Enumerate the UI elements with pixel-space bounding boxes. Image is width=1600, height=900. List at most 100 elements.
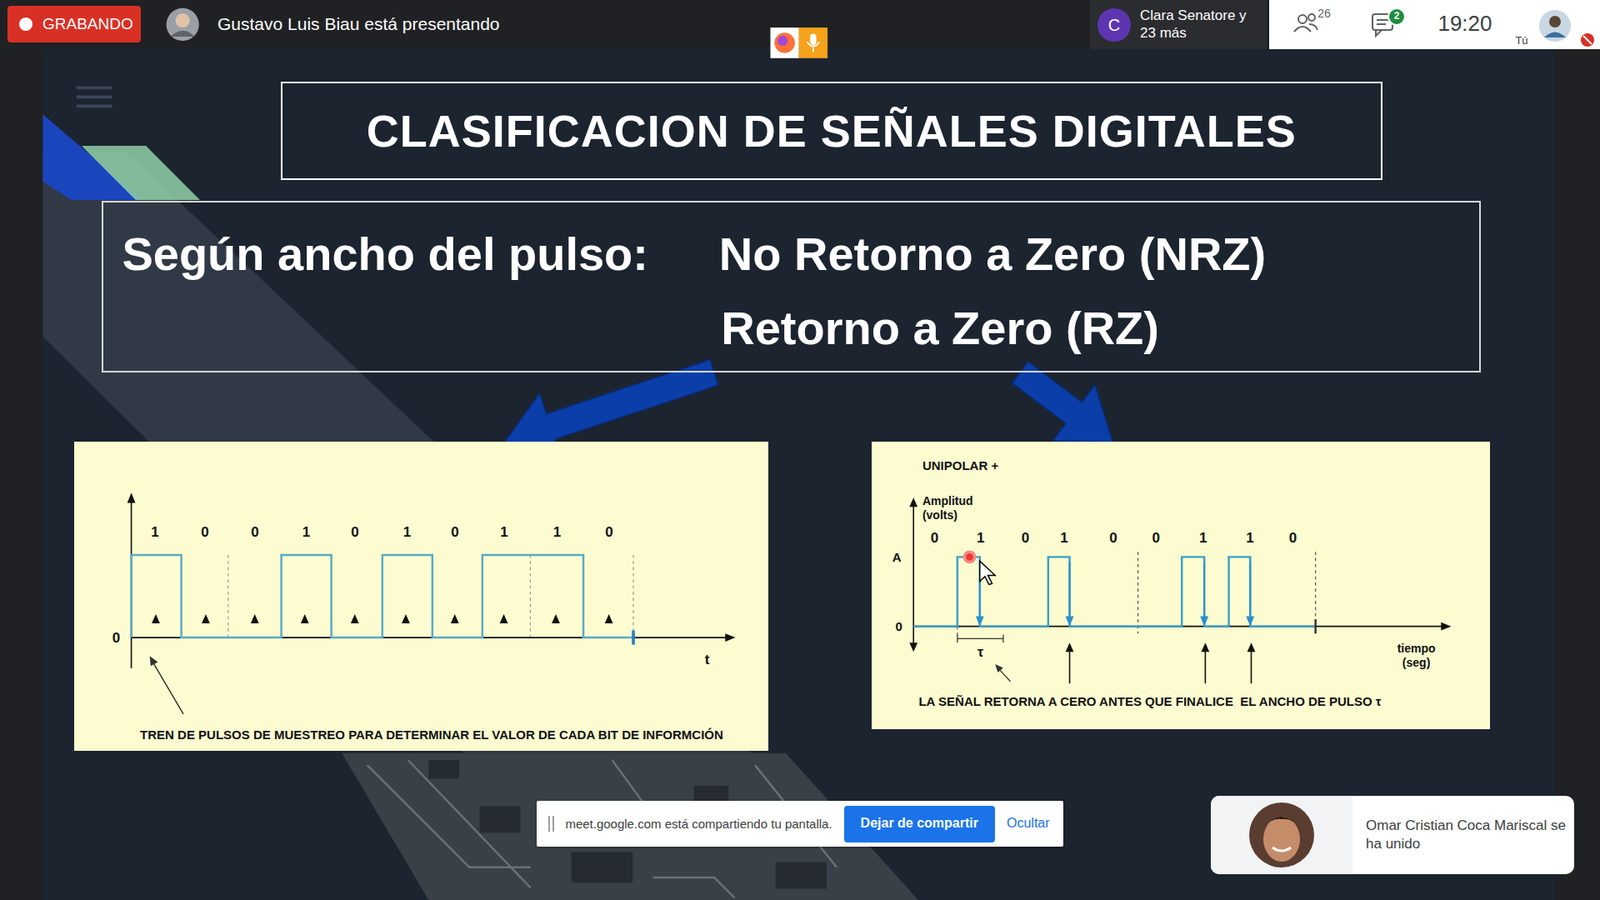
browser-icons <box>799 27 828 59</box>
joiner-photo <box>1210 795 1353 875</box>
browser-icons <box>810 33 816 45</box>
nrz-waveform <box>228 555 634 638</box>
circuit-board-image <box>341 753 919 900</box>
nrz-waveform <box>450 614 460 624</box>
rz-waveform <box>975 616 985 627</box>
nrz-waveform <box>725 633 736 642</box>
presenter-avatar <box>170 30 195 37</box>
browser-icons <box>777 35 788 46</box>
clock-time: 19:20 <box>1437 11 1492 37</box>
presenter-avatar <box>175 13 190 28</box>
nrz-waveform <box>250 614 260 624</box>
bit-value: 0 <box>1109 530 1117 547</box>
circuit-board-image <box>653 877 735 898</box>
bit-value: 0 <box>450 524 459 541</box>
bit-value: 1 <box>302 524 310 541</box>
nrz-waveform <box>401 614 410 624</box>
bit-value: 1 <box>553 524 561 541</box>
rz-waveform <box>1315 551 1316 634</box>
rz-waveform <box>1440 622 1451 631</box>
axis-level: A <box>892 550 902 565</box>
circuit-board-image <box>428 760 460 779</box>
nrz-waveform <box>74 441 769 751</box>
nrz-waveform <box>300 614 310 624</box>
rz-waveform <box>909 642 918 652</box>
rz-waveform <box>975 616 1255 627</box>
backdrop <box>76 105 113 109</box>
bit-value: 0 <box>930 530 939 547</box>
backdrop <box>76 95 113 99</box>
block-arrow <box>1012 361 1114 442</box>
rz-waveform <box>1250 649 1252 685</box>
rz-waveform <box>1200 616 1209 627</box>
backdrop <box>81 145 200 200</box>
join-message: Omar Cristian Coca Mariscal se ha unido <box>1365 816 1566 854</box>
rz-waveform <box>871 441 1490 730</box>
join-notification: Omar Cristian Coca Mariscal se ha unido <box>1210 795 1575 875</box>
joiner-photo <box>1249 802 1315 868</box>
bit-value: 0 <box>200 524 209 541</box>
share-bar: meet.google.com está compartiendo tu pan… <box>536 800 1063 847</box>
self-label: Tú <box>1515 35 1528 48</box>
meeting-toolbar: 26 19:20Tú 2 <box>1269 0 1600 50</box>
rz-waveform <box>1245 616 1255 627</box>
stop-share-label: Dejar de compartir <box>860 815 979 831</box>
nrz-chart-panel: 10010101100tTREN DE PULSOS DE MUESTREO P… <box>74 441 769 751</box>
browser-icons <box>807 41 820 52</box>
rz-chart-panel: UNIPOLAR +Amplitud (volts)010100110A0τti… <box>871 441 1490 730</box>
badge-count: 2 <box>1394 10 1400 23</box>
bit-value: 0 <box>350 524 359 541</box>
nrz-waveform <box>633 555 635 638</box>
participant-names: Clara Senatore y 23 más <box>1140 7 1247 42</box>
axis-zero: 0 <box>895 619 903 634</box>
nrz-waveform <box>228 555 230 638</box>
stop-share-button: Dejar de compartir <box>844 805 995 843</box>
nrz-label: No Retorno a Zero (NRZ) <box>719 227 1266 281</box>
bit-value: 1 <box>1245 530 1254 547</box>
circuit-board-image <box>571 851 633 883</box>
bit-value: 0 <box>1021 530 1030 547</box>
rz-label: Retorno a Zero (RZ) <box>720 301 1160 355</box>
rz-waveform <box>979 560 995 585</box>
toolbar-icons <box>1298 15 1307 24</box>
presenter-avatar <box>166 8 200 41</box>
toolbar-icons <box>1294 26 1311 32</box>
slide-title: CLASIFICACION DE SEÑALES DIGITALES <box>366 105 1297 157</box>
rz-waveform <box>1314 619 1316 634</box>
participants-chip: Clara Senatore y 23 másC <box>1090 0 1267 50</box>
nrz-waveform <box>127 492 136 503</box>
chart-caption: LA SEÑAL RETORNA A CERO ANTES QUE FINALI… <box>918 694 1381 709</box>
circuit-board-image <box>408 760 531 888</box>
nrz-waveform <box>153 662 185 715</box>
toolbar-icons <box>1294 14 1393 36</box>
bit-value: 0 <box>1289 530 1297 547</box>
bit-value: 0 <box>250 524 259 541</box>
circuit-board-image <box>367 760 837 898</box>
bit-value: 1 <box>403 524 411 541</box>
nrz-waveform <box>530 555 531 638</box>
recording-label: GRABANDO <box>42 15 134 34</box>
bit-value: 1 <box>1060 530 1068 547</box>
browser-icons <box>770 27 828 59</box>
nrz-waveform <box>551 614 560 624</box>
bit-value: 1 <box>976 530 985 547</box>
participant-count: 26 <box>1317 6 1331 20</box>
circuit-board-image <box>341 753 919 900</box>
toolbar-icons <box>1308 14 1315 21</box>
nrz-waveform <box>131 555 634 638</box>
rz-waveform <box>964 551 975 562</box>
presenter-avatar <box>166 8 200 41</box>
rz-waveform <box>909 498 918 508</box>
nrz-waveform <box>500 614 509 624</box>
rz-waveform <box>1002 635 1004 644</box>
nrz-waveform <box>150 655 159 666</box>
toolbar-icons <box>1580 33 1595 47</box>
toolbar-icons <box>1376 19 1389 21</box>
toolbar-icons <box>1309 24 1318 30</box>
rz-waveform <box>912 503 915 646</box>
joiner-photo <box>1210 795 1575 875</box>
rz-waveform <box>957 638 1004 640</box>
circuit-board-image <box>775 862 827 890</box>
rz-waveform <box>957 635 1011 682</box>
